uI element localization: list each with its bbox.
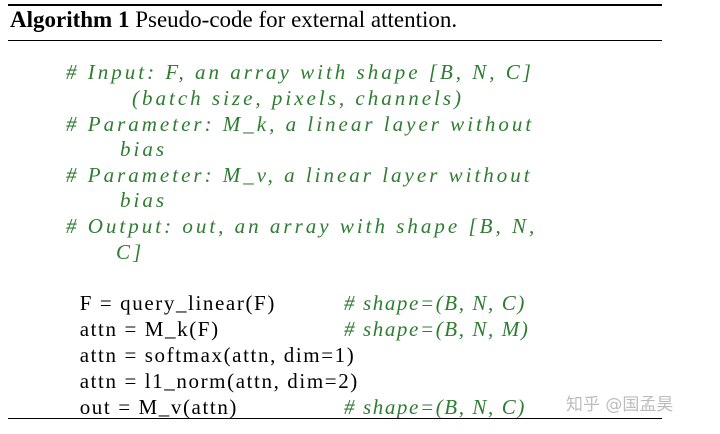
code-text: out = M_v(attn)	[79, 395, 273, 419]
comment-param-mk-cont: bias	[120, 137, 168, 161]
code-line-l1norm: attn = l1_norm(attn, dim=2)	[66, 344, 359, 394]
code-text: F = query_linear(F)	[79, 291, 283, 315]
code-line-mk: attn = M_k(F) # shape=(B, N, M)	[66, 292, 528, 342]
code-line-softmax: attn = softmax(attn, dim=1)	[66, 318, 355, 368]
algorithm-title: Pseudo-code for external attention.	[135, 7, 458, 32]
code-comment: # shape=(B, N, M)	[344, 317, 530, 341]
comment-param-mv: # Parameter: M_v, a linear layer without	[66, 163, 533, 187]
algorithm-caption: Algorithm 1 Pseudo-code for external att…	[10, 7, 457, 33]
comment-output-cont: C]	[116, 240, 145, 264]
algorithm-label: Algorithm 1	[10, 7, 130, 32]
code-comment: # shape=(B, N, C)	[344, 395, 526, 419]
code-text: attn = softmax(attn, dim=1)	[79, 343, 356, 367]
comment-output: # Output: out, an array with shape [B, N…	[66, 214, 538, 238]
top-rule	[8, 4, 662, 6]
comment-input: # Input: F, an array with shape [B, N, C…	[66, 60, 534, 84]
code-line-query: F = query_linear(F) # shape=(B, N, C)	[66, 266, 525, 316]
caption-rule	[8, 40, 662, 41]
code-text: attn = l1_norm(attn, dim=2)	[79, 369, 359, 393]
code-text: attn = M_k(F)	[79, 317, 268, 341]
watermark-text: 知乎 @国孟昊	[566, 395, 674, 415]
comment-param-mk: # Parameter: M_k, a linear layer without	[66, 112, 535, 136]
comment-input-cont: (batch size, pixels, channels)	[132, 86, 465, 110]
bottom-rule	[8, 418, 662, 419]
code-line-mv: out = M_v(attn) # shape=(B, N, C)	[66, 370, 525, 420]
code-comment: # shape=(B, N, C)	[344, 291, 526, 315]
comment-param-mv-cont: bias	[120, 188, 168, 212]
